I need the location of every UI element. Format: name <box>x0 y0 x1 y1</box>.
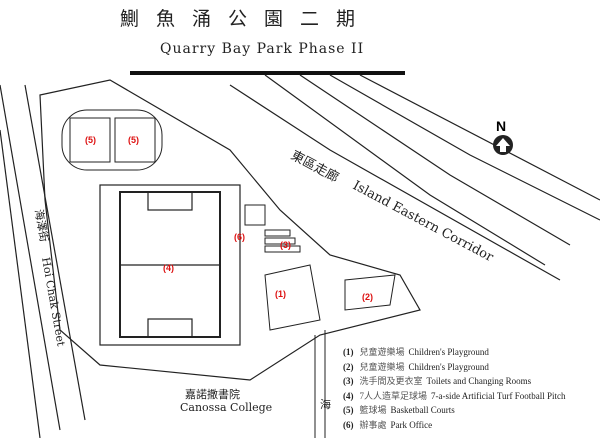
college-label-zh: 嘉諾撒書院 <box>185 387 240 401</box>
marker-3: (3) <box>280 240 291 250</box>
college-label-en: Canossa College <box>180 401 272 414</box>
hoi-chak-street <box>0 84 86 438</box>
corridor-label-zh: 東區走廊 <box>288 147 341 186</box>
marker-6: (6) <box>234 232 245 242</box>
eastern-corridor <box>229 74 600 281</box>
marker-2: (2) <box>362 292 373 302</box>
marker-4: (4) <box>163 263 174 273</box>
north-label: N <box>496 118 506 134</box>
buildings <box>244 204 396 331</box>
park-boundary <box>39 79 421 381</box>
north-arrow-icon <box>493 135 513 155</box>
marker-5a: (5) <box>85 135 96 145</box>
basketball-courts <box>61 109 163 171</box>
partial-road-label: 海 <box>320 397 331 411</box>
street-label-zh: 海澤街 <box>32 208 52 243</box>
marker-5b: (5) <box>128 135 139 145</box>
marker-1: (1) <box>275 289 286 299</box>
football-pitch <box>99 184 241 346</box>
title-chinese: 鰂魚涌公園二期 <box>120 8 373 30</box>
title-english: Quarry Bay Park Phase II <box>160 41 365 57</box>
